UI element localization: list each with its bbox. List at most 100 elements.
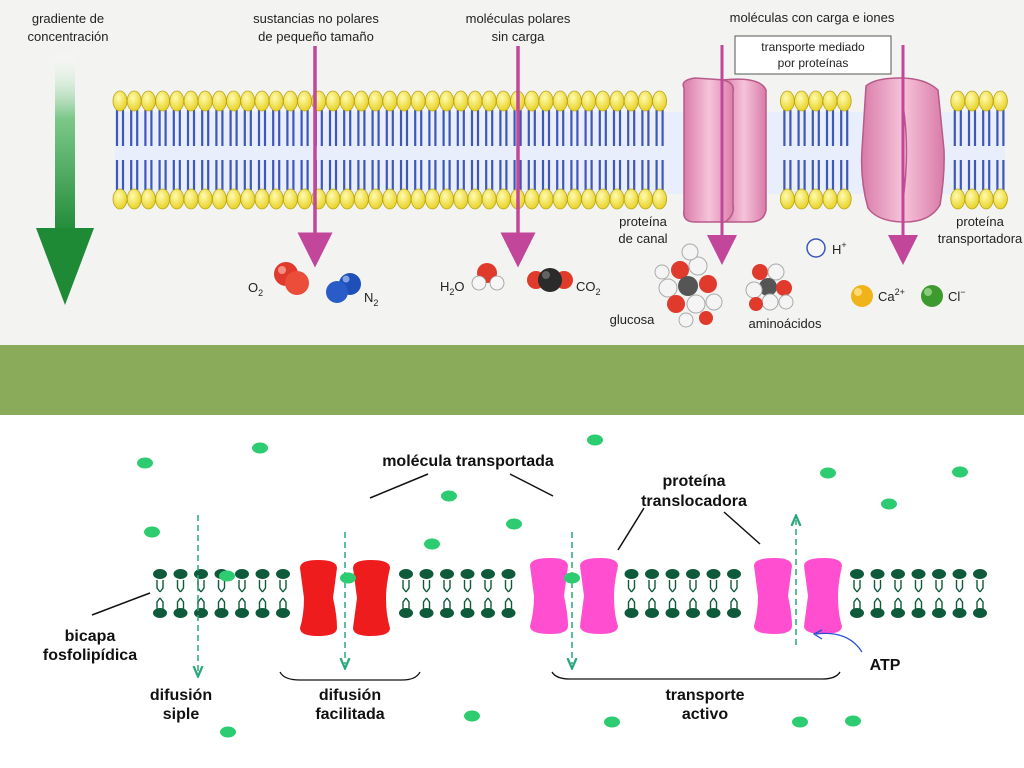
lipid-head xyxy=(183,90,199,112)
lipid-head xyxy=(240,188,256,210)
svg-text:N2: N2 xyxy=(364,290,378,308)
lipid-head xyxy=(706,569,721,579)
lipid-tail xyxy=(422,597,431,610)
facilitated-diffusion-label-line2: facilitada xyxy=(315,706,384,723)
bilayer-label-line2: fosfolipídica xyxy=(43,647,137,664)
lipid-head xyxy=(240,90,256,112)
transported-molecule-dot xyxy=(340,572,356,584)
lipid-head xyxy=(396,188,412,210)
transported-molecule-dot xyxy=(820,467,836,479)
lipid-head xyxy=(197,90,213,112)
lipid-head xyxy=(460,608,475,618)
lipid-head xyxy=(978,90,994,112)
lipid-head xyxy=(581,90,596,112)
lipid-head xyxy=(440,608,454,618)
lipid-head xyxy=(501,608,516,618)
lipid-head xyxy=(624,608,639,618)
lipid-tail xyxy=(504,597,513,610)
lipid-head xyxy=(276,608,290,618)
translocator-label-line2: translocadora xyxy=(641,493,747,510)
transported-molecule-dot xyxy=(506,518,522,530)
lipid-head xyxy=(645,569,659,579)
svg-text:Ca2+: Ca2+ xyxy=(878,287,905,304)
transported-molecule-dot xyxy=(252,442,268,454)
lipid-tail xyxy=(668,597,677,610)
lipid-head xyxy=(891,569,905,579)
bottom-panel: molécula transportada proteína transloca… xyxy=(43,434,987,738)
atp-arrowhead xyxy=(812,629,823,640)
ca-ion: Ca2+ xyxy=(851,285,905,307)
h2o-molecule: H2O xyxy=(440,263,505,297)
pointer-translocator-left xyxy=(617,507,645,551)
carrier-label-line2: transportadora xyxy=(938,231,1023,246)
charged-label: moléculas con carga e iones xyxy=(730,10,895,25)
lipid-tail xyxy=(217,580,226,593)
lipid-head xyxy=(686,569,700,579)
h2o-o: O xyxy=(454,279,464,294)
lipid-head xyxy=(794,90,809,112)
lipid-head xyxy=(453,90,469,112)
lipid-head xyxy=(297,90,313,112)
lipid-head xyxy=(112,90,128,112)
lipid-head xyxy=(952,608,967,618)
transported-molecule-dot xyxy=(952,466,968,478)
lipid-head xyxy=(325,188,341,210)
mediated-label-line2: por proteínas xyxy=(778,56,849,70)
lipid-tail xyxy=(873,580,882,593)
lipid-head xyxy=(254,188,270,210)
lipid-head xyxy=(552,188,568,210)
facilitated-bracket xyxy=(279,671,421,681)
lipid-tail xyxy=(422,580,431,593)
lipid-head xyxy=(410,188,426,210)
lipid-tail xyxy=(894,597,902,610)
lipid-head xyxy=(211,90,227,112)
lipid-head xyxy=(481,188,497,210)
lipid-head xyxy=(727,569,741,579)
lipid-head xyxy=(964,90,980,112)
lipid-head xyxy=(609,90,625,112)
svg-text:O2: O2 xyxy=(248,280,263,298)
h-ion-symbol: H xyxy=(832,242,841,257)
transported-molecule-dot xyxy=(564,572,580,584)
lipid-head xyxy=(382,188,398,210)
lipid-head xyxy=(235,569,249,579)
lipid-head xyxy=(173,569,188,579)
lipid-tail xyxy=(463,580,472,593)
molecule-transported-label: molécula transportada xyxy=(382,453,554,470)
n2-symbol: N xyxy=(364,290,373,305)
lipid-head xyxy=(169,90,185,112)
gradient-label-line2: concentración xyxy=(28,29,109,44)
lipid-tail xyxy=(935,580,943,593)
lipid-head xyxy=(609,188,625,210)
lipid-head xyxy=(126,90,142,112)
lipid-head xyxy=(978,188,994,210)
translocator-protein-1 xyxy=(530,558,618,634)
lipid-head xyxy=(973,569,987,579)
lipid-head xyxy=(836,90,852,112)
h-ion: H+ xyxy=(806,238,847,258)
lipid-head xyxy=(638,188,653,210)
lipid-head xyxy=(194,569,208,579)
co2-subscript: 2 xyxy=(596,287,601,297)
lipid-bilayer xyxy=(112,90,1008,210)
amino-acids-label: aminoácidos xyxy=(749,316,822,331)
phospholipid-bilayer xyxy=(153,569,987,618)
lipid-head xyxy=(282,188,298,210)
lipid-tail xyxy=(197,580,205,593)
lipid-head xyxy=(623,90,639,112)
lipid-tail xyxy=(709,597,718,610)
o2-subscript: 2 xyxy=(258,288,263,298)
n2-molecule: N2 xyxy=(326,273,378,308)
svg-text:H2O: H2O xyxy=(440,279,465,297)
lipid-head xyxy=(538,188,554,210)
lipid-head xyxy=(235,608,249,618)
lipid-head xyxy=(126,188,142,210)
lipid-tail xyxy=(217,597,226,610)
lipid-head xyxy=(495,90,511,112)
lipid-head xyxy=(964,188,980,210)
transported-molecule-dot xyxy=(587,434,603,446)
lipid-head xyxy=(410,90,426,112)
lipid-head xyxy=(419,608,434,618)
facilitated-diffusion-label-line1: difusión xyxy=(319,687,381,704)
transported-molecules xyxy=(137,434,968,738)
